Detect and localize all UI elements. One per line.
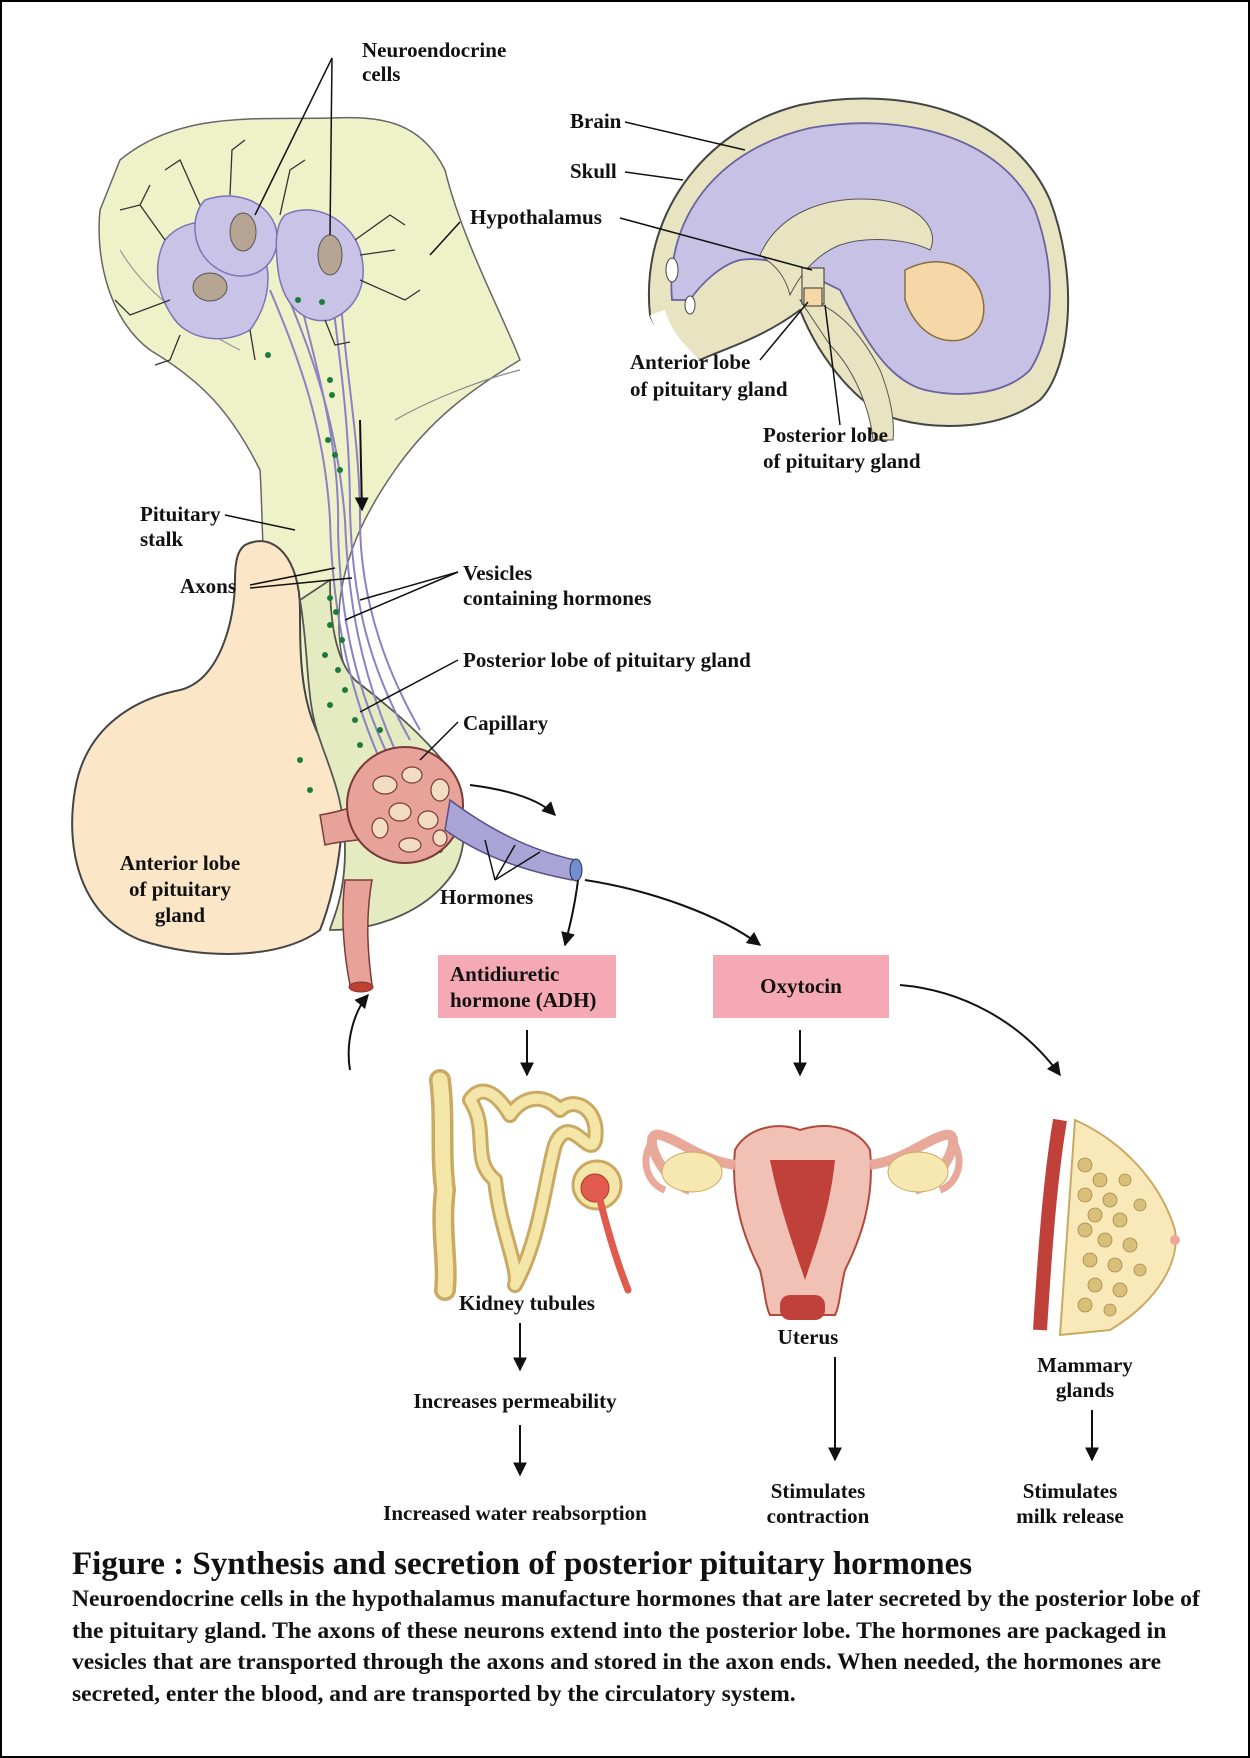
label-posterior-lobe-inset-2: of pituitary gland <box>763 449 921 473</box>
label-stimulates-contraction-2: contraction <box>767 1504 870 1528</box>
label-increases-permeability: Increases permeability <box>413 1389 617 1413</box>
label-brain: Brain <box>570 109 622 133</box>
label-hormones: Hormones <box>440 885 533 909</box>
label-mammary-glands-1: Mammary <box>1037 1353 1133 1377</box>
label-stimulates-milk-1: Stimulates <box>1023 1479 1118 1503</box>
mammary-glands <box>1040 1120 1180 1335</box>
label-increased-water-reabsorption: Increased water reabsorption <box>383 1501 647 1525</box>
label-uterus: Uterus <box>778 1325 839 1349</box>
label-stimulates-contraction-1: Stimulates <box>771 1479 866 1503</box>
uterus <box>646 1126 959 1320</box>
label-hypothalamus: Hypothalamus <box>470 205 602 229</box>
label-mammary-glands-2: glands <box>1056 1378 1114 1402</box>
label-vesicles-2: containing hormones <box>463 586 651 610</box>
label-capillary: Capillary <box>463 711 549 735</box>
label-pituitary-stalk-1: Pituitary <box>140 502 221 526</box>
label-vesicles-1: Vesicles <box>463 561 532 585</box>
adh-box-line-2: hormone (ADH) <box>450 988 596 1012</box>
label-stimulates-milk-2: milk release <box>1016 1504 1124 1528</box>
label-pituitary-stalk-2: stalk <box>140 527 184 551</box>
pituitary-diagram: Neuroendocrine cells Brain Skull Hypotha… <box>0 0 1250 1540</box>
figure-caption: Figure : Synthesis and secretion of post… <box>72 1546 1202 1710</box>
label-kidney-tubules: Kidney tubules <box>459 1291 595 1315</box>
label-posterior-lobe-main: Posterior lobe of pituitary gland <box>463 648 751 672</box>
adh-box: Antidiuretic hormone (ADH) <box>438 955 616 1018</box>
label-anterior-lobe-main-1: Anterior lobe <box>120 851 240 875</box>
label-posterior-lobe-inset-1: Posterior lobe <box>763 423 888 447</box>
caption-title: Figure : Synthesis and secretion of post… <box>72 1546 1202 1582</box>
oxytocin-box-label: Oxytocin <box>760 974 842 998</box>
label-skull: Skull <box>570 159 617 183</box>
effect-labels: Kidney tubules Increases permeability In… <box>383 1291 1133 1528</box>
label-neuroendocrine-cells-1: Neuroendocrine <box>362 38 506 62</box>
oxytocin-box: Oxytocin <box>713 955 889 1018</box>
kidney-tubules <box>440 1080 628 1290</box>
label-anterior-lobe-main-2: of pituitary <box>129 877 232 901</box>
label-anterior-lobe-inset-1: Anterior lobe <box>630 350 750 374</box>
label-anterior-lobe-main-3: gland <box>155 903 206 927</box>
label-anterior-lobe-inset-2: of pituitary gland <box>630 377 788 401</box>
adh-box-line-1: Antidiuretic <box>450 962 559 986</box>
label-neuroendocrine-cells-2: cells <box>362 62 400 86</box>
caption-body: Neuroendocrine cells in the hypothalamus… <box>72 1584 1202 1710</box>
label-axons: Axons <box>180 574 236 598</box>
